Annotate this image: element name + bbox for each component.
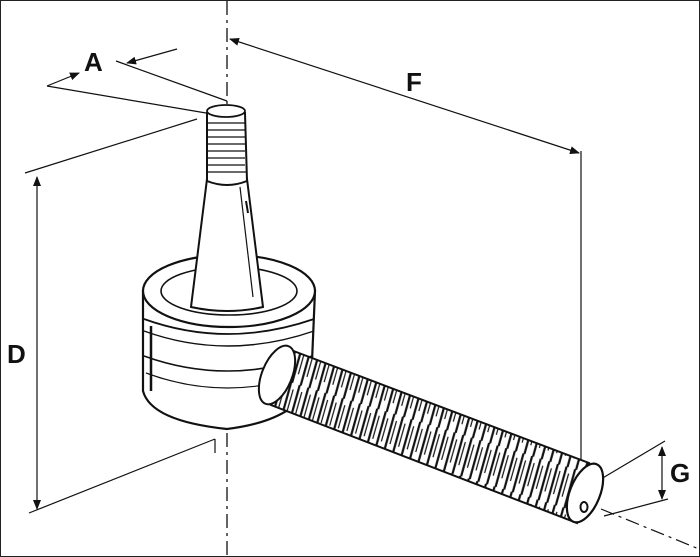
label-a: A — [84, 47, 103, 77]
dimension-d: D — [7, 176, 41, 510]
dimension-f: F — [229, 37, 580, 155]
dimension-g: G — [658, 446, 690, 500]
threaded-shaft — [257, 344, 605, 525]
label-d: D — [7, 339, 26, 369]
dimension-a: A — [46, 47, 228, 114]
label-g: G — [670, 458, 690, 488]
construction-lines — [24, 118, 699, 550]
tapered-stud — [189, 178, 265, 312]
threaded-stud-tip — [206, 104, 249, 186]
label-f: F — [406, 67, 422, 97]
